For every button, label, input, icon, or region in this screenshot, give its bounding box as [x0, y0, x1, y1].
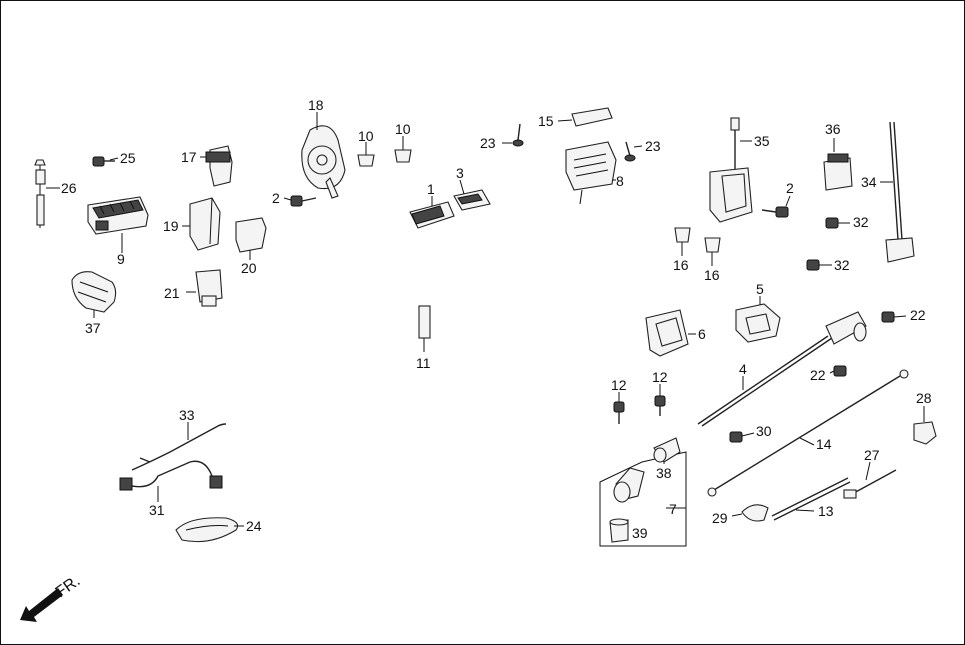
callout-4: 4 [739, 361, 747, 377]
part-4 [697, 311, 867, 427]
part-13 [771, 477, 851, 521]
part-12-a [613, 392, 625, 424]
callout-5: 5 [756, 281, 764, 297]
part-30 [729, 431, 755, 443]
part-36 [823, 138, 853, 191]
callout-8: 8 [616, 173, 624, 189]
callout-28: 28 [916, 390, 932, 406]
part-22-b [829, 365, 847, 377]
callout-11: 11 [416, 355, 431, 371]
part-29 [731, 504, 769, 522]
part-3 [453, 179, 491, 211]
part-38 [653, 437, 681, 464]
callout-35: 35 [754, 133, 770, 149]
part-23-right [624, 141, 643, 162]
part-7-group [599, 451, 687, 547]
callout-36: 36 [825, 121, 841, 137]
part-20 [235, 217, 267, 260]
part-32-a [825, 217, 850, 229]
part-15 [557, 107, 613, 127]
callout-34: 34 [861, 174, 877, 190]
part-2-left [283, 195, 317, 207]
part-21 [186, 269, 223, 307]
part-23-left [502, 123, 524, 147]
callout-2a: 2 [272, 190, 280, 206]
part-25 [92, 156, 119, 167]
callout-29: 29 [712, 510, 728, 526]
part-22-a [881, 311, 907, 323]
callout-31: 31 [149, 502, 165, 518]
callout-24: 24 [246, 518, 262, 534]
callout-23b: 23 [645, 138, 661, 154]
callout-39: 39 [632, 525, 648, 541]
callout-33: 33 [179, 407, 195, 423]
part-5 [735, 296, 781, 343]
part-17 [200, 145, 233, 187]
part-14 [707, 369, 909, 497]
part-39 [609, 518, 629, 543]
part-6 [645, 309, 696, 357]
part-18 [301, 112, 346, 199]
part-7-cap [613, 467, 645, 503]
front-direction-arrow-icon [20, 588, 63, 622]
callout-30: 30 [756, 423, 772, 439]
callout-10b: 10 [395, 121, 411, 137]
callout-16b: 16 [704, 267, 720, 283]
part-9 [87, 196, 149, 253]
callout-21: 21 [164, 285, 180, 301]
callout-25: 25 [120, 150, 136, 166]
callout-20: 20 [241, 260, 257, 276]
callout-13: 13 [818, 503, 834, 519]
part-2-right [761, 195, 791, 218]
part-34 [880, 121, 915, 263]
part-27 [843, 461, 897, 499]
part-12-b [654, 384, 666, 416]
callout-12b: 12 [652, 369, 668, 385]
callout-6: 6 [698, 326, 706, 342]
part-1 [409, 196, 455, 229]
callout-7: 7 [669, 501, 677, 517]
callout-23a: 23 [480, 135, 496, 151]
callout-15: 15 [538, 113, 554, 129]
part-28 [913, 406, 937, 445]
callout-2b: 2 [786, 180, 794, 196]
callout-38: 38 [656, 465, 672, 481]
callout-3: 3 [456, 165, 464, 181]
part-16-a [674, 227, 691, 256]
part-16-b [704, 237, 721, 266]
part-10-b [394, 136, 412, 163]
callout-16a: 16 [673, 257, 689, 273]
part-31 [119, 460, 223, 502]
callout-22b: 22 [810, 367, 826, 383]
part-35 [709, 117, 753, 223]
callout-12a: 12 [611, 377, 627, 393]
part-11 [418, 305, 431, 352]
part-10-a [357, 142, 375, 167]
callout-19: 19 [163, 218, 179, 234]
part-26 [34, 159, 60, 228]
callout-1: 1 [427, 181, 435, 197]
part-32-b [806, 259, 832, 271]
callout-18: 18 [308, 97, 324, 113]
callout-32a: 32 [853, 214, 869, 230]
part-33 [131, 422, 227, 471]
part-24 [175, 517, 244, 543]
part-19 [182, 197, 221, 251]
callout-10a: 10 [358, 128, 374, 144]
callout-14: 14 [816, 436, 832, 452]
callout-37: 37 [85, 320, 101, 336]
callout-9: 9 [117, 251, 125, 267]
callout-32b: 32 [834, 257, 850, 273]
part-37 [71, 271, 117, 318]
callout-22a: 22 [910, 307, 926, 323]
part-8 [565, 141, 617, 205]
callout-27: 27 [864, 447, 880, 463]
callout-17: 17 [181, 149, 197, 165]
callout-26: 26 [61, 180, 77, 196]
